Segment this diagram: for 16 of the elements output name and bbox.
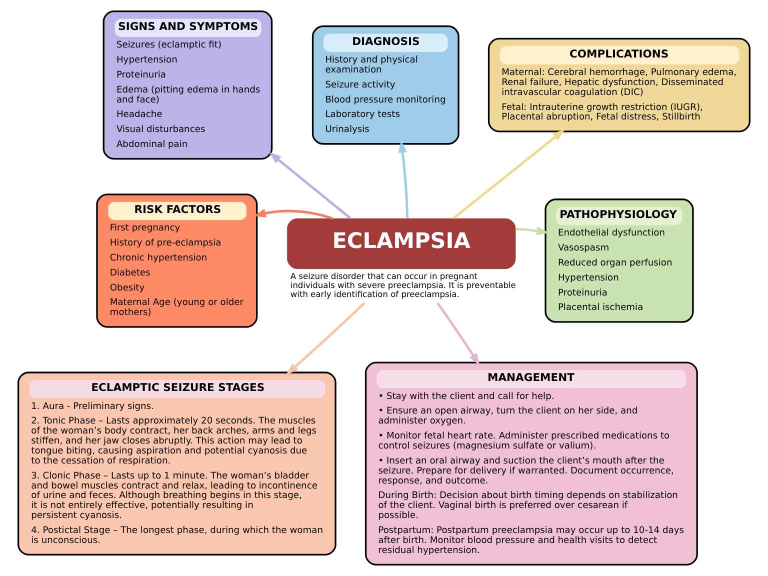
node-box: MANAGEMENT • Stay with the client and call for help. • Ensure an open airway, turn the client on her side, and administer oxygen. • Monitor fetal heart rate. Administer prescribed medications to control seizures (magnesium sulfate or valium). • Insert an oral airway and suction the client’s mouth after the seizure. Prepare for delivery if warranted. Document occurrence, response, and outcome. During Birth: Decision about birth timing depends on stabilization of the client. Vaginal birth is preferred over cesarean if possible. Postpartum: Postpartum preeclampsia may occur up to 10-14 days after birth. Monitor blood pressure and health visits to detect residual hypertension.	[364, 362, 698, 566]
arrow	[516, 226, 550, 236]
arrow	[268, 152, 352, 220]
node-box: SIGNS AND SYMPTOMS Seizures (eclamptic fit) Hypertension Proteinuria Edema (pitting edema in hands and face) Headache Visual disturbances Abdominal pain	[102, 10, 273, 160]
node-label: A seizure disorder that can occur in pregnant individuals with severe preeclampsia. It is preventable with early identification of preeclampsia.	[290, 270, 516, 300]
node-box: ECLAMPSIA	[287, 218, 516, 269]
node-box: COMPLICATIONS Maternal: Cerebral hemorrhage, Pulmonary edema, Renal failure, Hepatic dysfunction, Disseminated intravascular coagulation (DIC) Fetal: Intrauterine growth restriction (IUGR), Placental abruption, Fetal distress, Stillbirth	[488, 38, 751, 132]
arrow	[286, 302, 366, 375]
arrow	[253, 208, 333, 220]
node-box: DIAGNOSIS History and physical examination Seizure activity Blood pressure monitoring Laboratory tests Urinalysis	[312, 25, 460, 145]
node-box: RISK FACTORS First pregnancy History of pre-eclampsia Chronic hypertension Diabetes Obesity Maternal Age (young or older mothers)	[96, 194, 258, 328]
arrow	[436, 302, 480, 366]
node-box: PATHOPHYSIOLOGY Endothelial dysfunction Vasospasm Reduced organ perfusion Hypertension Proteinuria Placental ischemia	[544, 198, 694, 323]
node-box: ECLAMPTIC SEIZURE STAGES 1. Aura - Preliminary signs. 2. Tonic Phase – Lasts approximately 20 seconds. The muscles of the woman’s body contract, her back arches, arms and legs stiffen, and her jaw closes abruptly. This action may lead to tongue biting, causing aspiration and potential cyanosis due to the cessation of respiration. 3. Clonic Phase – Lasts up to 1 minute. The woman’s bladder and bowel muscles contract and relax, leading to incontinence of urine and feces. Although breathing begins in this stage, it is not entirely effective, potentially resulting in persistent cyanosis. 4. Postictal Stage – The longest phase, during which the woman is unconscious.	[17, 372, 336, 556]
arrow	[398, 140, 409, 218]
arrow	[452, 129, 565, 220]
